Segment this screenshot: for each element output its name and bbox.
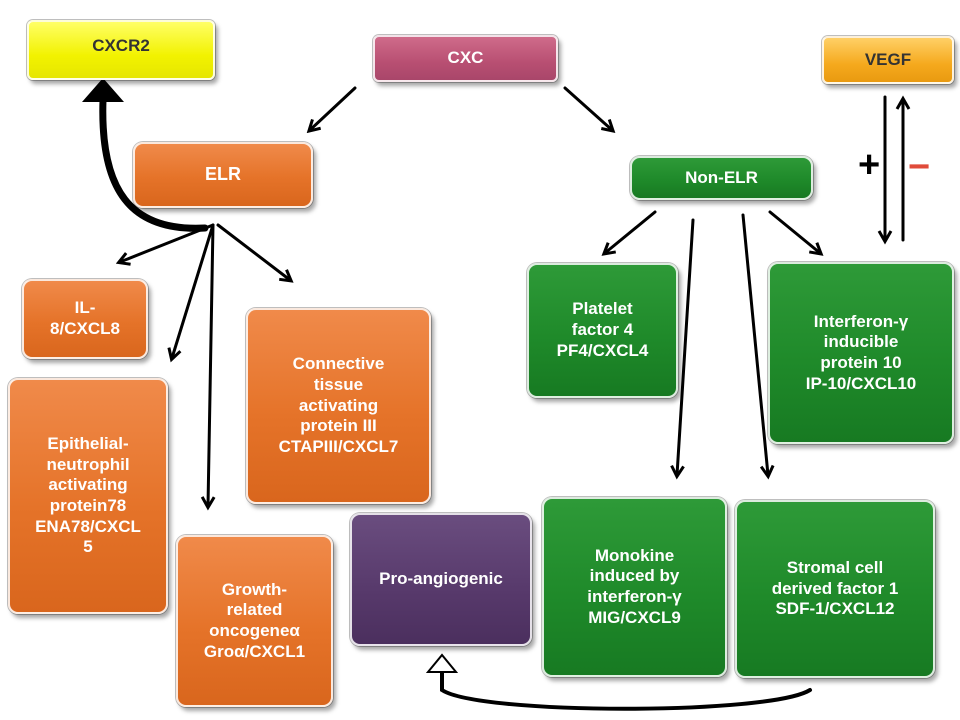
arrow-non-elr-to-ip10 (768, 210, 824, 256)
curved-arrow-to-pro-angiogenic (440, 666, 812, 711)
node-ip10: Interferon-γ inducible protein 10 IP-10/… (768, 262, 954, 444)
node-cxc: CXC (373, 35, 558, 82)
arrow-non-elr-to-pf4 (601, 210, 657, 256)
plus-sign: + (858, 144, 881, 186)
arrow-elr-to-groa (200, 223, 216, 511)
arrow-cxc-to-non-elr (563, 86, 616, 134)
node-elr: ELR (133, 142, 313, 208)
arrow-non-elr-to-sdf1 (741, 213, 775, 480)
arrow-non-elr-to-mig (670, 218, 695, 480)
curved-arrow-to-pro-angiogenic-head (425, 653, 459, 673)
node-pf4: Platelet factor 4 PF4/CXCL4 (527, 263, 678, 398)
arrow-elr-to-ena78 (167, 223, 215, 363)
node-ctapiii: Connective tissue activating protein III… (246, 308, 431, 504)
node-sdf1: Stromal cell derived factor 1 SDF-1/CXCL… (735, 500, 935, 678)
arrow-elr-to-ctapiii (216, 223, 294, 283)
minus-sign: − (908, 146, 931, 188)
node-vegf: VEGF (822, 36, 954, 84)
node-ena78: Epithelial- neutrophil activating protei… (8, 378, 168, 614)
node-non-elr: Non-ELR (630, 156, 813, 200)
node-mig: Monokine induced by interferon-γ MIG/CXC… (542, 497, 727, 677)
node-cxcr2: CXCR2 (27, 20, 215, 80)
node-pro-angiogenic: Pro-angiogenic (350, 513, 532, 646)
curved-arrow-head (82, 78, 124, 102)
arrow-cxc-to-elr (306, 86, 357, 134)
curved-arrow-to-cxcr2 (99, 96, 209, 232)
node-groa: Growth- related oncogeneα Groα/CXCL1 (176, 535, 333, 707)
node-il8: IL- 8/CXCL8 (22, 279, 148, 359)
